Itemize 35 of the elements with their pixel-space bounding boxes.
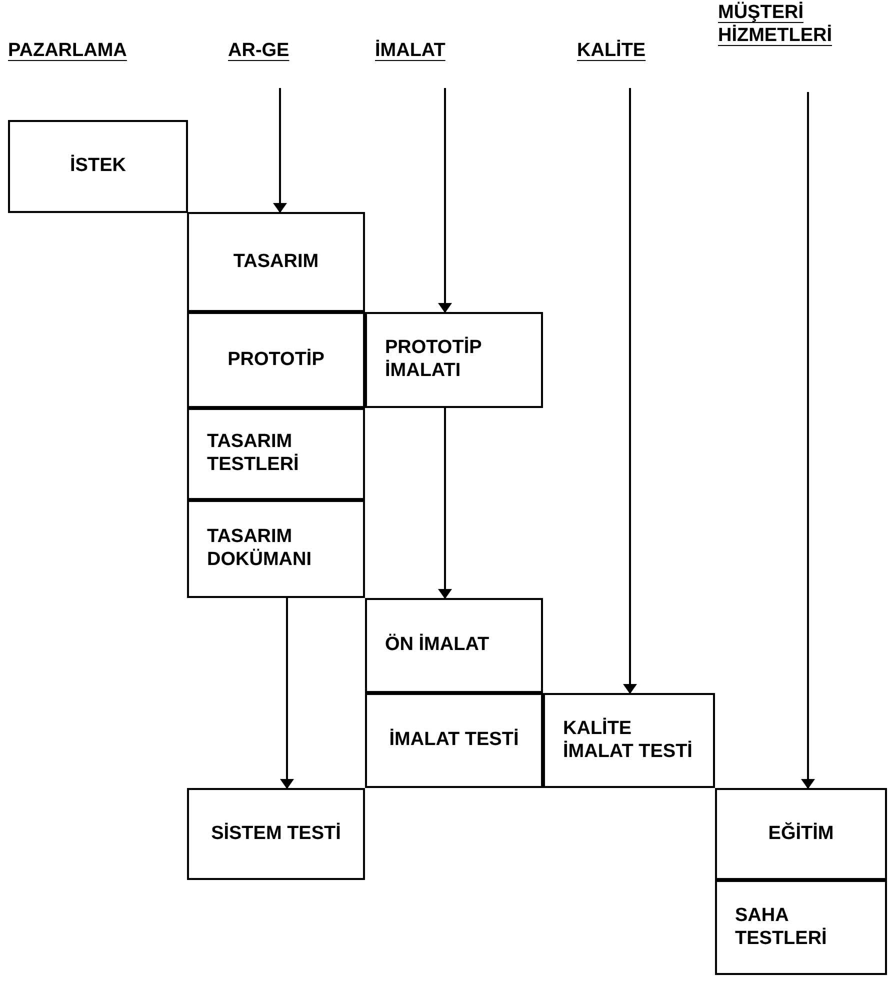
lane-header: PAZARLAMA [8,40,128,63]
process-box [365,598,543,693]
arrow [438,408,452,599]
box-label: TASARIM TESTLERİ [207,431,300,477]
lane-header: MÜŞTERİ HİZMETLERİ [718,2,833,48]
box-label: İMALAT TESTİ [389,729,519,752]
process-box [543,693,715,788]
box-label: SİSTEM TESTİ [211,822,341,846]
lane-header: AR-GE [228,40,290,63]
process-box [365,312,543,408]
box-label: KALİTE İMALAT TESTİ [563,718,694,764]
process-box [187,500,365,598]
process-box [365,693,543,788]
process-box [187,408,365,500]
arrow [438,88,452,313]
box-label: TASARIM [233,250,319,274]
lane-header: İMALAT [375,40,446,63]
process-box [715,788,887,880]
lane-header: KALİTE [577,40,647,63]
box-label: TASARIM DOKÜMANI [207,526,312,572]
process-box [187,312,365,408]
arrow [280,598,294,789]
arrow [801,92,815,789]
box-label: EĞİTİM [768,822,834,846]
process-box [187,212,365,312]
arrow [273,88,287,213]
box-label: ÖN İMALAT [385,634,490,657]
process-box [8,120,188,213]
box-label: İSTEK [70,155,126,178]
box-label: PROTOTİP İMALATI [385,337,482,383]
process-box [715,880,887,975]
arrow [623,88,637,694]
box-label: PROTOTİP [228,348,324,372]
process-box [187,788,365,880]
box-label: SAHA TESTLERİ [735,904,828,950]
